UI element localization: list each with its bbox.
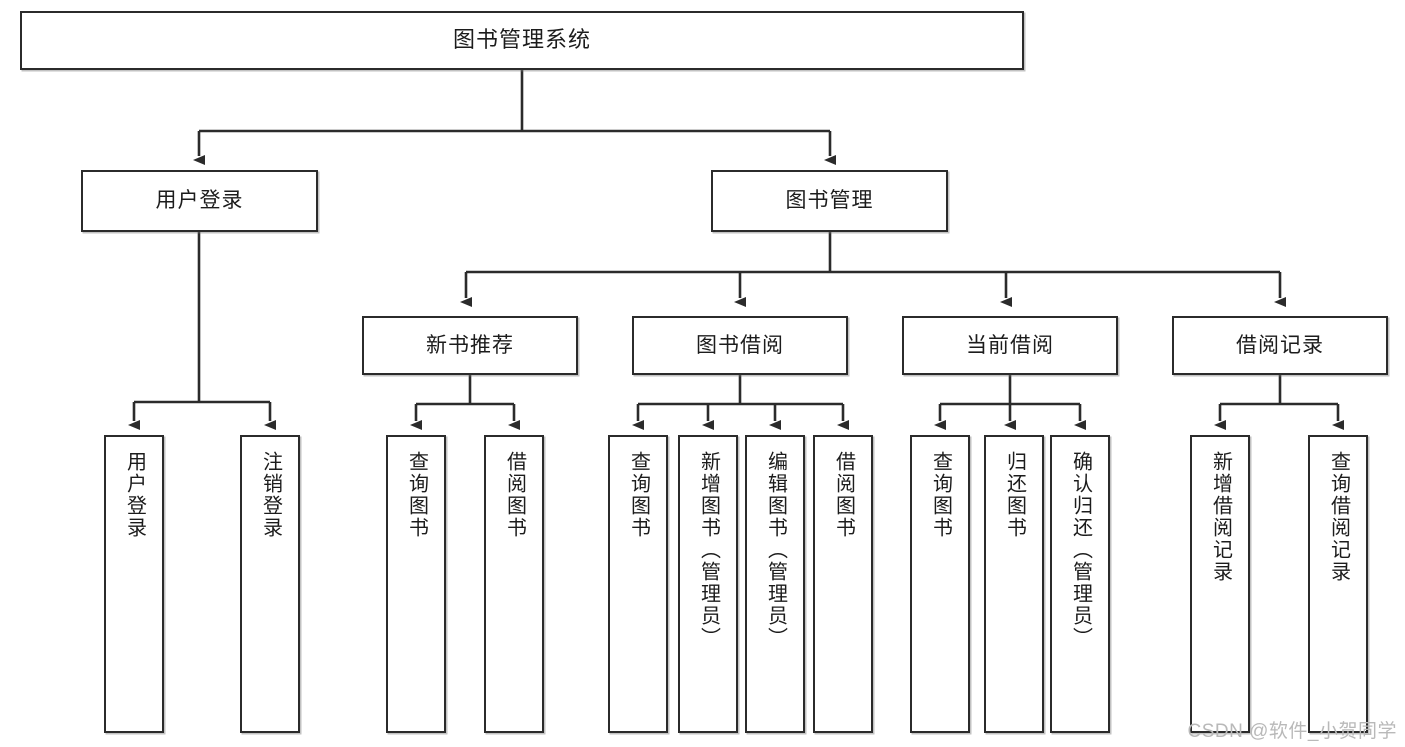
node-root[interactable]: 图书管理系统 [20, 11, 1024, 70]
node-borrow-record[interactable]: 借阅记录 [1172, 316, 1388, 375]
node-leaf-edit-book-label: 编辑图书（管理员） [764, 451, 787, 649]
node-leaf-query-book-2-label: 查询图书 [627, 451, 650, 539]
node-leaf-user-logout[interactable]: 注销登录 [240, 435, 300, 733]
node-book-manage-label: 图书管理 [785, 189, 874, 213]
node-user-login-label: 用户登录 [155, 189, 244, 213]
node-leaf-query-record[interactable]: 查询借阅记录 [1308, 435, 1368, 733]
node-leaf-add-book[interactable]: 新增图书（管理员） [678, 435, 738, 733]
node-current-borrow[interactable]: 当前借阅 [902, 316, 1118, 375]
node-book-borrow[interactable]: 图书借阅 [632, 316, 848, 375]
node-leaf-query-book-3[interactable]: 查询图书 [910, 435, 970, 733]
node-leaf-user-login[interactable]: 用户登录 [104, 435, 164, 733]
node-leaf-add-record-label: 新增借阅记录 [1209, 451, 1232, 583]
node-user-login[interactable]: 用户登录 [81, 170, 318, 232]
node-book-manage[interactable]: 图书管理 [711, 170, 948, 232]
node-leaf-user-logout-label: 注销登录 [259, 451, 282, 539]
node-leaf-borrow-book-1[interactable]: 借阅图书 [484, 435, 544, 733]
node-leaf-user-login-label: 用户登录 [123, 451, 146, 539]
node-leaf-query-record-label: 查询借阅记录 [1327, 451, 1350, 583]
node-leaf-query-book-2[interactable]: 查询图书 [608, 435, 668, 733]
node-book-borrow-label: 图书借阅 [696, 333, 784, 357]
node-leaf-borrow-book-2-label: 借阅图书 [832, 451, 855, 539]
node-borrow-record-label: 借阅记录 [1236, 333, 1324, 357]
node-leaf-confirm-return-label: 确认归还（管理员） [1069, 451, 1092, 649]
node-leaf-edit-book[interactable]: 编辑图书（管理员） [745, 435, 805, 733]
csdn-watermark: CSDN @软件_小贺同学 [1187, 721, 1397, 742]
node-leaf-query-book-3-label: 查询图书 [929, 451, 952, 539]
node-leaf-query-book-1-label: 查询图书 [405, 451, 428, 539]
node-new-book-rec-label: 新书推荐 [426, 333, 514, 357]
node-leaf-add-book-label: 新增图书（管理员） [697, 451, 720, 649]
node-leaf-query-book-1[interactable]: 查询图书 [386, 435, 446, 733]
node-leaf-add-record[interactable]: 新增借阅记录 [1190, 435, 1250, 733]
node-leaf-return-book[interactable]: 归还图书 [984, 435, 1044, 733]
node-leaf-borrow-book-1-label: 借阅图书 [503, 451, 526, 539]
node-leaf-return-book-label: 归还图书 [1003, 451, 1026, 539]
node-current-borrow-label: 当前借阅 [966, 333, 1054, 357]
node-leaf-borrow-book-2[interactable]: 借阅图书 [813, 435, 873, 733]
node-root-label: 图书管理系统 [452, 27, 591, 53]
node-new-book-rec[interactable]: 新书推荐 [362, 316, 578, 375]
node-leaf-confirm-return[interactable]: 确认归还（管理员） [1050, 435, 1110, 733]
